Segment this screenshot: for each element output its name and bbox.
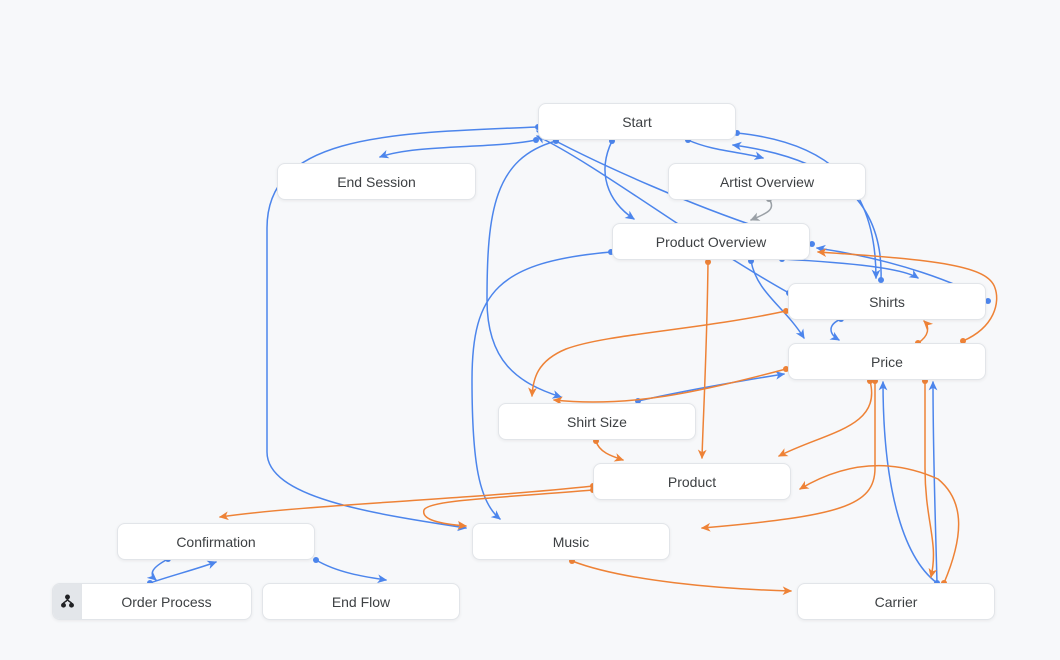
edge-product_overview-start-source-dot <box>809 241 815 247</box>
node-product-label: Product <box>667 473 717 490</box>
edge-shirts-start-source-dot <box>878 277 884 283</box>
node-product[interactable]: Product <box>593 463 791 500</box>
edge-product-confirmation[interactable] <box>218 485 594 521</box>
edge-price-product_overview[interactable] <box>816 248 998 342</box>
edge-start-artist_overview[interactable] <box>687 139 765 160</box>
edge-start-shirt_size[interactable] <box>486 140 563 399</box>
edge-artist_overview-product_overview[interactable] <box>750 198 773 221</box>
node-carrier[interactable]: Carrier <box>797 583 995 620</box>
node-price[interactable]: Price <box>788 343 986 380</box>
node-end-flow[interactable]: End Flow <box>262 583 460 620</box>
edge-price-shirt_size[interactable] <box>552 368 787 406</box>
edge-price-music[interactable] <box>700 380 876 532</box>
node-product-overview[interactable]: Product Overview <box>612 223 810 260</box>
edge-product_overview-shirts[interactable] <box>781 258 919 279</box>
edge-product_overview-music[interactable] <box>471 251 612 520</box>
node-music[interactable]: Music <box>472 523 670 560</box>
node-end-flow-label: End Flow <box>331 593 391 610</box>
node-price-label: Price <box>871 353 903 370</box>
node-confirmation-label: Confirmation <box>176 533 256 550</box>
node-shirts-label: Shirts <box>869 293 905 310</box>
edge-product_overview-price[interactable] <box>750 260 805 339</box>
node-end-session[interactable]: End Session <box>277 163 476 200</box>
edge-carrier-product[interactable] <box>799 465 960 584</box>
node-carrier-label: Carrier <box>874 593 918 610</box>
edge-product_overview-product-source-dot <box>705 259 711 265</box>
node-shirts[interactable]: Shirts <box>788 283 986 320</box>
node-order-process-label: Order Process <box>121 593 212 610</box>
node-artist-overview-label: Artist Overview <box>719 173 815 190</box>
edge-product-music[interactable] <box>423 489 594 530</box>
node-shirt-size-label: Shirt Size <box>567 413 627 430</box>
node-start-label: Start <box>622 113 652 130</box>
edge-confirmation-order_process[interactable] <box>146 558 169 581</box>
node-product-overview-label: Product Overview <box>655 233 767 250</box>
edge-shirts-shirt_size[interactable] <box>528 310 787 398</box>
node-music-label: Music <box>552 533 590 550</box>
edge-confirmation-end_flow-source-dot <box>313 557 319 563</box>
edge-carrier-price[interactable] <box>878 380 938 584</box>
edge-price-product_overview-source-dot <box>960 338 966 344</box>
node-end-session-label: End Session <box>337 173 416 190</box>
node-shirt-size[interactable]: Shirt Size <box>498 403 696 440</box>
node-start[interactable]: Start <box>538 103 736 140</box>
node-confirmation[interactable]: Confirmation <box>117 523 315 560</box>
edge-product_overview-product[interactable] <box>697 261 709 460</box>
edge-carrier-price[interactable] <box>928 380 938 584</box>
edge-start-music[interactable] <box>266 126 539 532</box>
edge-shirts-product_overview-source-dot <box>985 298 991 304</box>
edge-start-end_session-source-dot <box>533 137 539 143</box>
edge-start-end_session[interactable] <box>379 139 537 159</box>
edge-music-carrier[interactable] <box>571 560 793 596</box>
edge-shirt_size-product[interactable] <box>595 440 624 462</box>
edge-start-product_overview[interactable] <box>604 140 635 220</box>
edge-order_process-confirmation[interactable] <box>149 560 217 584</box>
edge-shirts-start[interactable] <box>536 135 790 294</box>
edge-price-product[interactable] <box>778 380 873 457</box>
edge-price-shirt_size-source-dot <box>783 366 789 372</box>
edge-price-shirts[interactable] <box>917 320 934 344</box>
node-artist-overview[interactable]: Artist Overview <box>668 163 866 200</box>
edge-price-carrier[interactable] <box>924 380 938 579</box>
edge-shirts-shirt_size-source-dot <box>783 308 789 314</box>
edge-confirmation-end_flow[interactable] <box>315 559 388 584</box>
workflow-branch-icon <box>53 584 82 619</box>
node-order-process[interactable]: Order Process <box>52 583 252 620</box>
edge-shirts-price[interactable] <box>829 318 842 341</box>
